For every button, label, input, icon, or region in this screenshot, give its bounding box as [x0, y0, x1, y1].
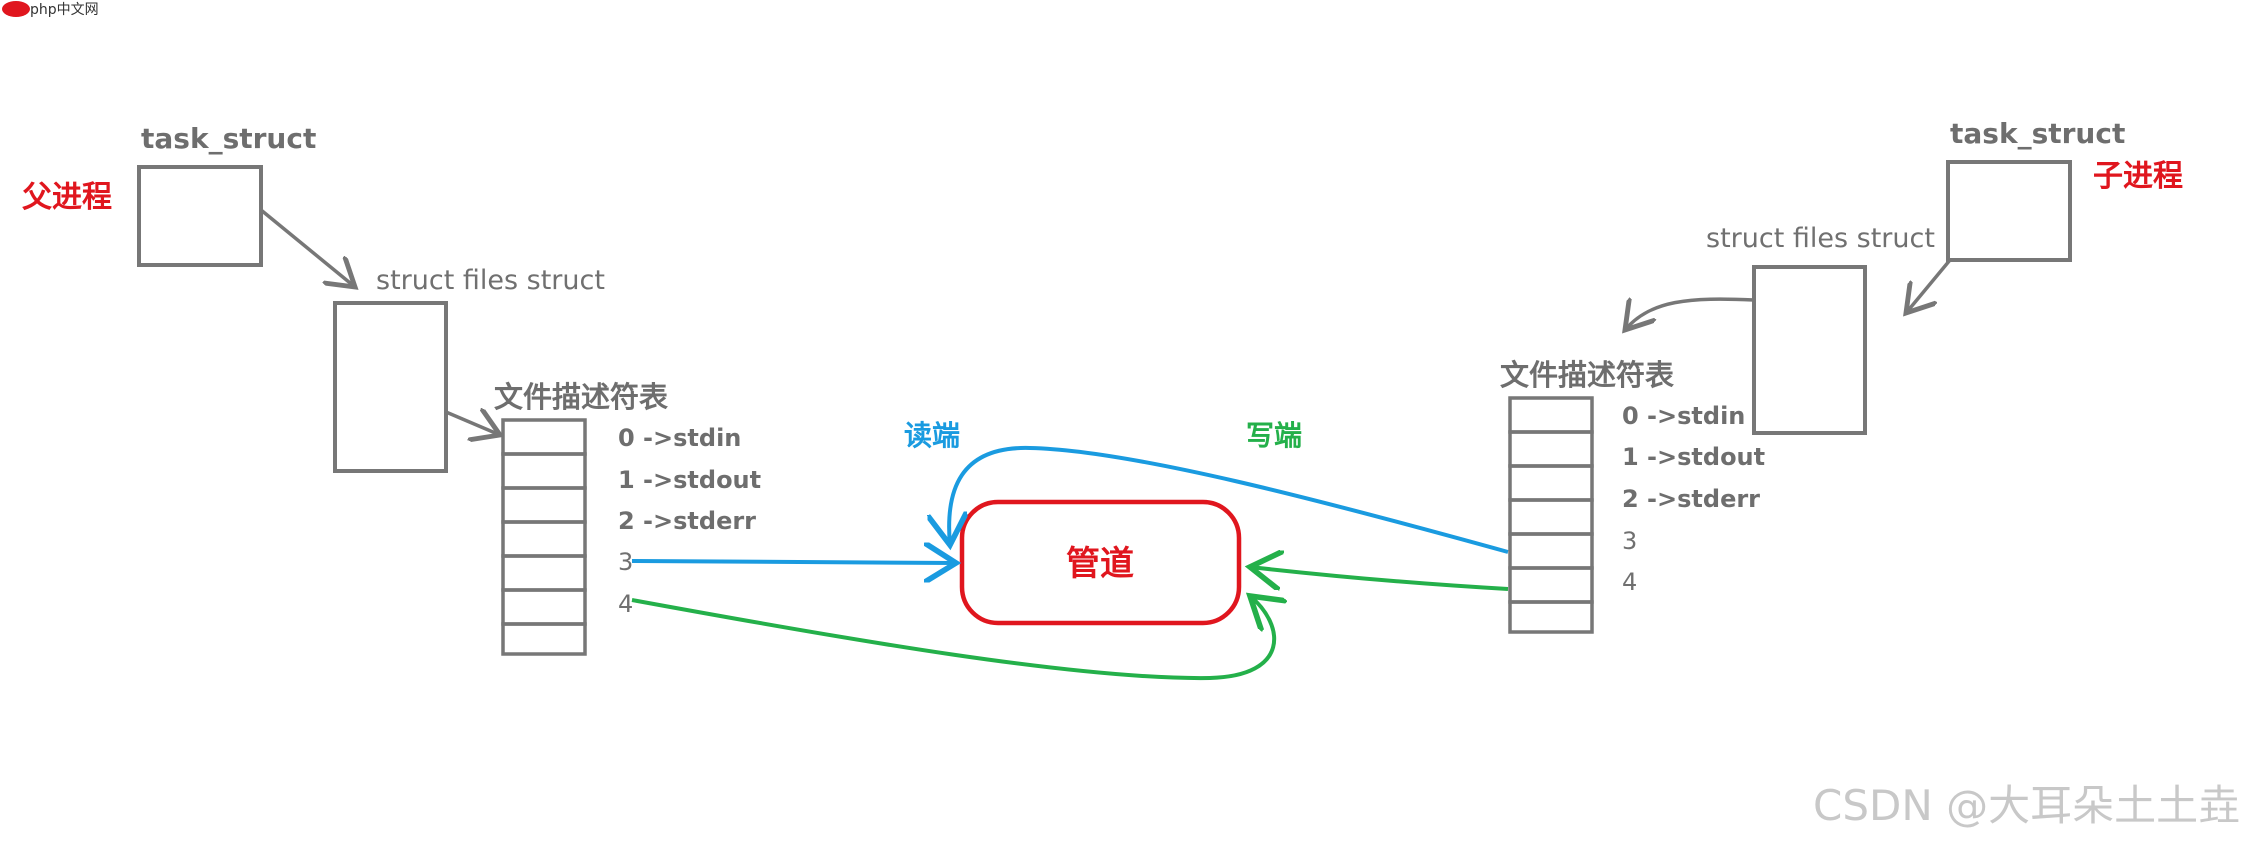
parent-files-to-fd-arrow: [445, 412, 500, 435]
child-fd-cell-1: [1508, 430, 1594, 468]
read-end-label: 读端: [904, 419, 960, 452]
child-fd-entry-0: 0 ->stdin: [1622, 402, 1745, 430]
parent-fd-cell-1: [501, 452, 587, 490]
parent-fd-entry-0: 0 ->stdin: [618, 424, 741, 452]
child-fd-cell-5: [1508, 566, 1594, 604]
parent-files-struct-label: struct files struct: [376, 265, 605, 296]
child-files-struct-box: [1752, 265, 1867, 435]
parent-fd-cell-5: [501, 588, 587, 626]
child-fd-table: [1508, 396, 1594, 634]
child-fd-entry-1: 1 ->stdout: [1622, 443, 1765, 471]
parent-task-to-files-arrow: [259, 208, 355, 287]
parent-fd-cell-3: [501, 520, 587, 558]
child-fd-entry-4: 4: [1622, 568, 1637, 596]
child-fd-cell-0: [1508, 396, 1594, 434]
write-end-label: 写端: [1246, 419, 1302, 452]
child-task-struct-box: [1946, 160, 2072, 262]
child-fd-entry-2: 2 ->stderr: [1622, 485, 1760, 513]
parent-fd3-read-arrow: [631, 561, 956, 563]
parent-fd4-write-arrow: [631, 596, 1274, 681]
parent-task-struct-label: task_struct: [141, 122, 316, 155]
child-fd-cell-3: [1508, 498, 1594, 536]
child-fd-table-title: 文件描述符表: [1500, 358, 1674, 392]
child-fd3-read-arrow: [949, 445, 1509, 554]
csdn-watermark: CSDN @大耳朵土土垚: [1813, 781, 2240, 830]
child-fd4-write-arrow: [1250, 567, 1509, 591]
parent-task-struct-box: [137, 165, 263, 267]
child-task-to-files-arrow: [1906, 258, 1952, 313]
parent-fd-entry-2: 2 ->stderr: [618, 507, 756, 535]
child-files-to-fd-arrow: [1625, 299, 1755, 330]
parent-fd-cell-4: [501, 554, 587, 592]
parent-files-struct-box: [333, 301, 448, 473]
parent-fd-table: [501, 418, 587, 656]
parent-fd-entry-1: 1 ->stdout: [618, 466, 761, 494]
php-logo: php中文网: [2, 1, 99, 18]
child-files-struct-label: struct files struct: [1706, 223, 1935, 254]
parent-fd-entry-3: 3: [618, 548, 633, 576]
logo-text: php中文网: [30, 2, 99, 18]
child-fd-entry-3: 3: [1622, 527, 1637, 555]
child-process-label: 子进程: [2093, 159, 2183, 194]
parent-fd-cell-6: [501, 622, 587, 656]
child-fd-cell-4: [1508, 532, 1594, 570]
parent-fd-cell-2: [501, 486, 587, 524]
pipe-label: 管道: [1066, 544, 1134, 584]
parent-fd-entry-4: 4: [618, 590, 633, 618]
parent-process-label: 父进程: [22, 180, 112, 215]
parent-fd-cell-0: [501, 418, 587, 456]
child-fd-cell-2: [1508, 464, 1594, 502]
child-fd-cell-6: [1508, 600, 1594, 634]
parent-fd-table-title: 文件描述符表: [494, 380, 668, 414]
child-task-struct-label: task_struct: [1950, 117, 2125, 150]
pipe-box: [959, 499, 1242, 626]
